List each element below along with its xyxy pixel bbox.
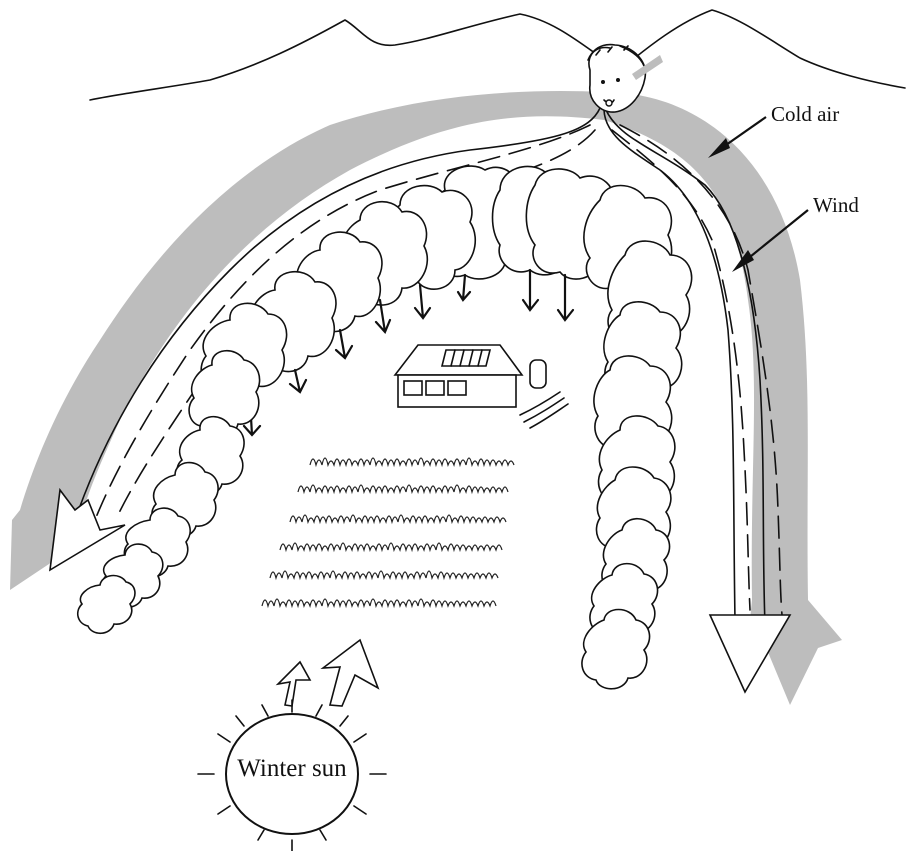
solar-panel-icon	[442, 350, 490, 366]
wind-label: Wind	[813, 193, 859, 218]
water-tank-icon	[530, 360, 546, 388]
sun-ray-arrow-left	[278, 662, 310, 706]
sun-ray-arrow-right	[323, 640, 378, 706]
crop-rows	[262, 458, 514, 606]
mountain-ridge	[90, 10, 905, 100]
house-icon	[395, 345, 568, 428]
cold-air-label: Cold air	[771, 102, 839, 127]
winter-sun-label: Winter sun	[228, 755, 356, 783]
